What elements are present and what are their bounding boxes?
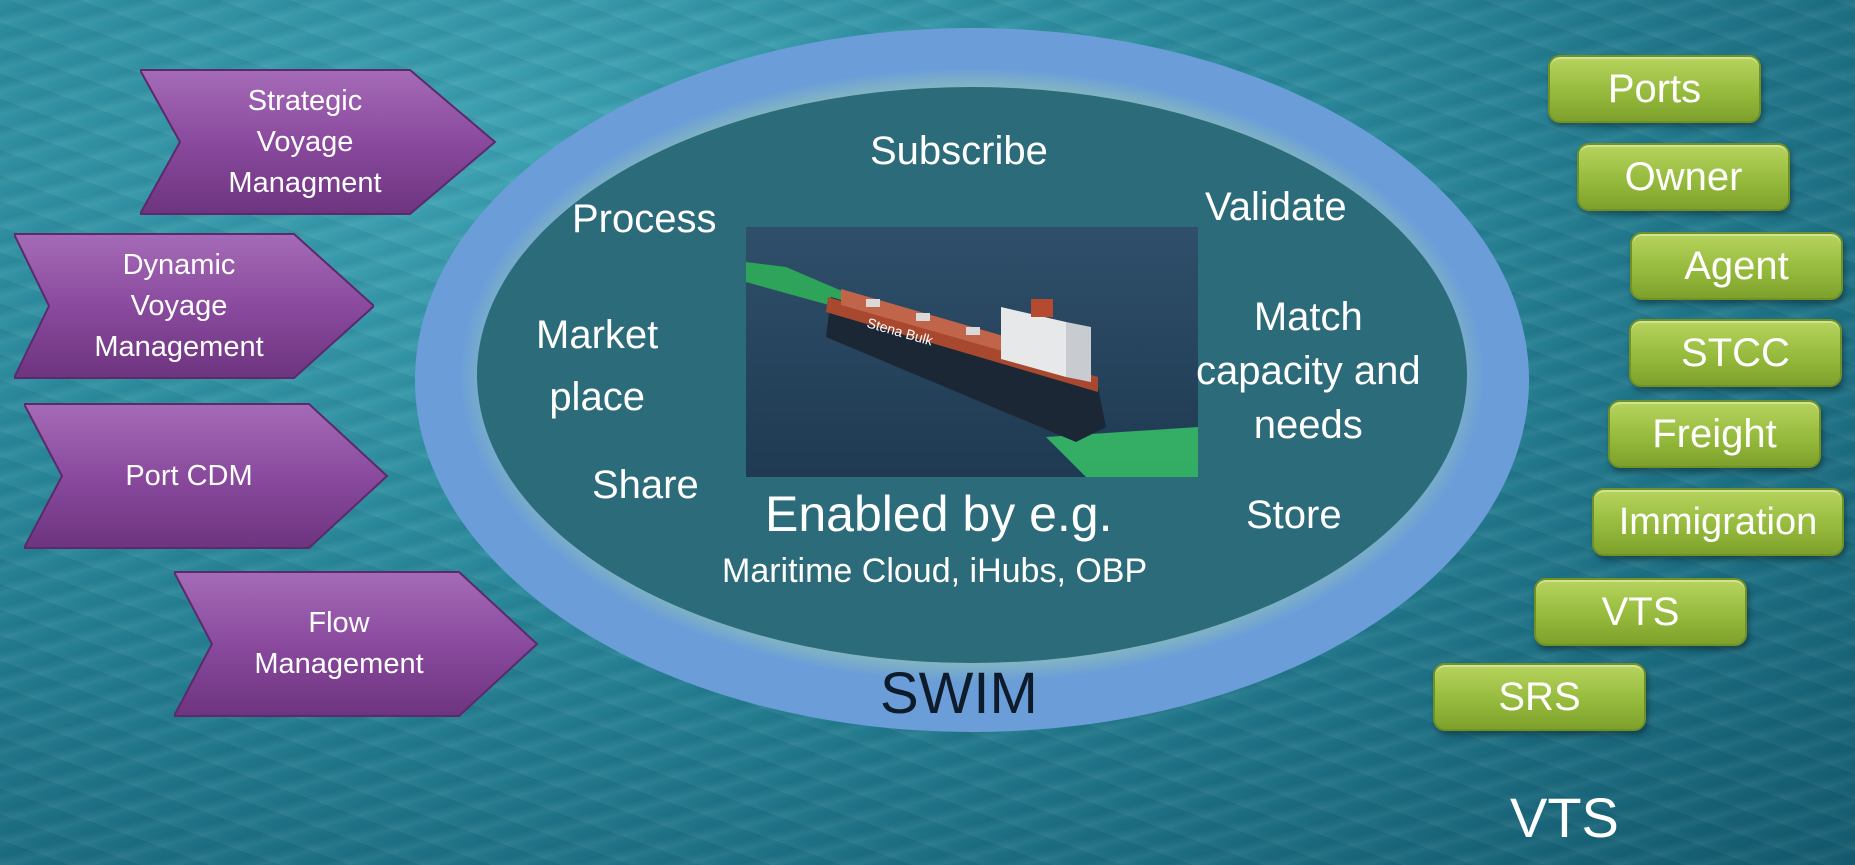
chevron-arrow-shape — [24, 403, 389, 549]
enabled-by-subtitle: Maritime Cloud, iHubs, OBP — [722, 552, 1148, 590]
flow-management: Flow Management — [174, 570, 539, 718]
chevron-arrow-shape — [14, 233, 374, 379]
stakeholder-freight: Freight — [1608, 400, 1821, 468]
flow-strategic-voyage: Strategic Voyage Managment — [140, 68, 497, 216]
stakeholder-stcc: STCC — [1629, 319, 1842, 387]
verb-store: Store — [1246, 493, 1342, 537]
stakeholder-owner: Owner — [1577, 143, 1790, 211]
flow-label: Strategic Voyage Managment — [228, 84, 382, 199]
verb-market-place: Market place — [536, 313, 659, 419]
verb-share: Share — [592, 463, 699, 507]
verb-subscribe: Subscribe — [870, 129, 1048, 173]
flow-label: Port CDM — [125, 459, 253, 492]
flow-label: Dynamic Voyage Management — [94, 248, 264, 363]
verb-match-capacity: Match capacity and needs — [1196, 295, 1421, 447]
stakeholder-ports: Ports — [1548, 55, 1761, 123]
swim-label: SWIM — [880, 661, 1038, 726]
stakeholder-agent: Agent — [1630, 232, 1843, 300]
enabled-by-title: Enabled by e.g. — [765, 486, 1113, 542]
flow-label: Flow Management — [254, 607, 424, 680]
stakeholder-srs: SRS — [1433, 663, 1646, 731]
verb-process: Process — [572, 197, 717, 241]
flow-dynamic-voyage: Dynamic Voyage Management — [14, 232, 374, 380]
flow-port-cdm: Port CDM — [24, 402, 389, 550]
verb-validate: Validate — [1205, 185, 1347, 229]
stakeholder-immigration: Immigration — [1592, 488, 1844, 556]
cargo-ship-image: Stena Bulk — [746, 227, 1198, 477]
stakeholder-vts: VTS — [1534, 578, 1747, 646]
chevron-arrow-shape — [140, 69, 497, 215]
vts-caption: VTS — [1510, 786, 1619, 849]
